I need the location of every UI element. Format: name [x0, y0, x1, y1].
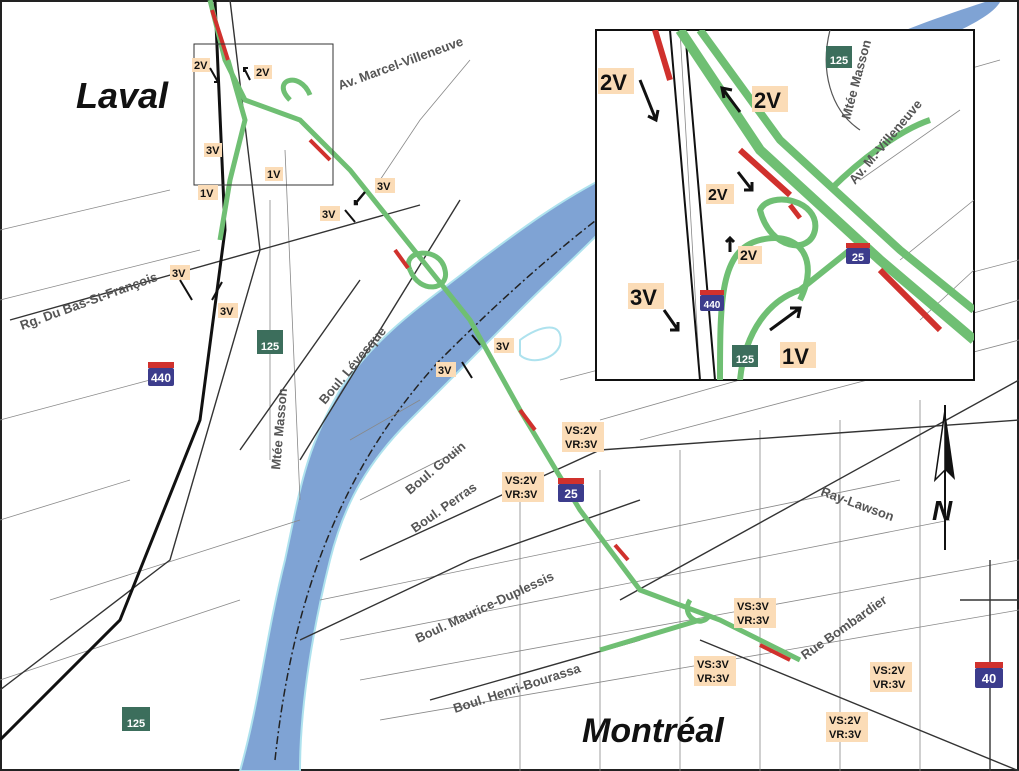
svg-text:2V: 2V: [256, 67, 270, 79]
svg-text:2V: 2V: [740, 247, 758, 263]
inset-map: Mtée Masson Av. M.-Villeneuve 125 125 25…: [595, 29, 975, 381]
svg-text:VS:2V: VS:2V: [505, 475, 537, 487]
svg-text:3V: 3V: [630, 285, 657, 310]
svg-text:440: 440: [704, 300, 721, 311]
lane-badge: 3V: [204, 143, 222, 157]
svg-text:VR:3V: VR:3V: [873, 679, 906, 691]
river-axis: [274, 179, 651, 761]
svg-text:25: 25: [564, 487, 578, 501]
inset-shield-25-icon: 25: [846, 243, 870, 264]
svg-text:125: 125: [127, 718, 145, 730]
lane-badge: 1V: [265, 167, 283, 181]
closures: [210, 9, 791, 662]
north-arrow-icon: N: [932, 405, 955, 550]
direction-arrows: [179, 67, 481, 379]
svg-text:2V: 2V: [194, 60, 208, 72]
inset-route-125-icon: 125: [826, 46, 852, 68]
svg-text:VR:3V: VR:3V: [505, 489, 538, 501]
inset-lane-badge: 2V: [752, 86, 788, 113]
shield-40-icon: 40: [975, 662, 1003, 688]
lane-badge: 3V: [436, 362, 456, 377]
vs-vr-badge: VS:3V VR:3V: [694, 656, 736, 686]
svg-text:3V: 3V: [322, 209, 336, 221]
svg-text:VS:3V: VS:3V: [697, 659, 729, 671]
svg-text:1V: 1V: [782, 344, 809, 369]
island: [519, 326, 562, 362]
vs-vr-badge: VS:2V VR:3V: [502, 472, 544, 502]
label-mtee-masson: Mtée Masson: [268, 388, 290, 471]
lane-badge: 2V: [192, 58, 210, 72]
svg-text:1V: 1V: [200, 188, 214, 200]
svg-text:VR:3V: VR:3V: [565, 439, 598, 451]
svg-text:2V: 2V: [754, 88, 781, 113]
svg-text:1V: 1V: [267, 169, 281, 181]
region-montreal: Montréal: [582, 712, 725, 750]
inset-route-125-icon: 125: [732, 345, 758, 367]
inset-lane-badge: 2V: [706, 184, 734, 204]
inset-lane-badge: 1V: [780, 342, 816, 369]
shield-25-icon: 25: [558, 478, 584, 502]
svg-text:2V: 2V: [708, 187, 728, 204]
vs-vr-badge: VS:2V VR:3V: [826, 712, 868, 742]
svg-text:3V: 3V: [438, 365, 452, 377]
lane-badge: 3V: [320, 206, 340, 221]
vs-vr-labels: VS:2V VR:3V VS:2V VR:3V VS:3V VR:3V VS:3V VR…: [502, 422, 912, 742]
svg-text:2V: 2V: [600, 70, 627, 95]
vs-vr-badge: VS:3V VR:3V: [734, 598, 776, 628]
svg-text:3V: 3V: [496, 341, 510, 353]
svg-text:N: N: [932, 495, 953, 526]
route-125-icon: 125: [257, 330, 283, 354]
svg-text:VS:2V: VS:2V: [565, 425, 597, 437]
svg-text:40: 40: [982, 671, 996, 686]
svg-text:3V: 3V: [377, 181, 391, 193]
svg-text:440: 440: [151, 371, 171, 385]
svg-text:25: 25: [852, 252, 864, 264]
highway-25: [207, 0, 802, 663]
inset-lane-badge: 2V: [738, 246, 762, 264]
lane-labels: 2V 2V 3V 1V 1V 3V 3V 3V 3V 3V 3V: [170, 58, 514, 377]
lane-badge: 3V: [375, 178, 395, 193]
svg-text:VS:2V: VS:2V: [873, 665, 905, 677]
svg-text:3V: 3V: [206, 145, 220, 157]
inset-lane-badge: 3V: [628, 283, 664, 310]
svg-text:125: 125: [261, 341, 279, 353]
lane-badge: 3V: [218, 303, 238, 318]
vs-vr-badge: VS:2V VR:3V: [562, 422, 604, 452]
svg-text:3V: 3V: [220, 306, 234, 318]
vs-vr-badge: VS:2V VR:3V: [870, 662, 912, 692]
svg-text:VR:3V: VR:3V: [697, 673, 730, 685]
shield-440-icon: 440: [148, 362, 174, 386]
svg-text:125: 125: [830, 55, 848, 67]
region-laval: Laval: [76, 75, 169, 116]
svg-text:VS:2V: VS:2V: [829, 715, 861, 727]
zoom-frame: [193, 43, 334, 186]
route-125-icon: 125: [122, 707, 150, 731]
lane-badge: 3V: [170, 265, 190, 280]
inset-shield-440-icon: 440: [700, 290, 724, 311]
svg-text:125: 125: [736, 354, 754, 366]
svg-text:VS:3V: VS:3V: [737, 601, 769, 613]
inset-direction-arrows: [638, 79, 802, 332]
inset-lane-badge: 2V: [598, 68, 634, 95]
svg-text:VR:3V: VR:3V: [829, 729, 862, 741]
lane-badge: 1V: [198, 185, 218, 200]
lane-badge: 2V: [254, 65, 272, 79]
lane-badge: 3V: [494, 338, 514, 353]
svg-text:VR:3V: VR:3V: [737, 615, 770, 627]
svg-text:3V: 3V: [172, 268, 186, 280]
